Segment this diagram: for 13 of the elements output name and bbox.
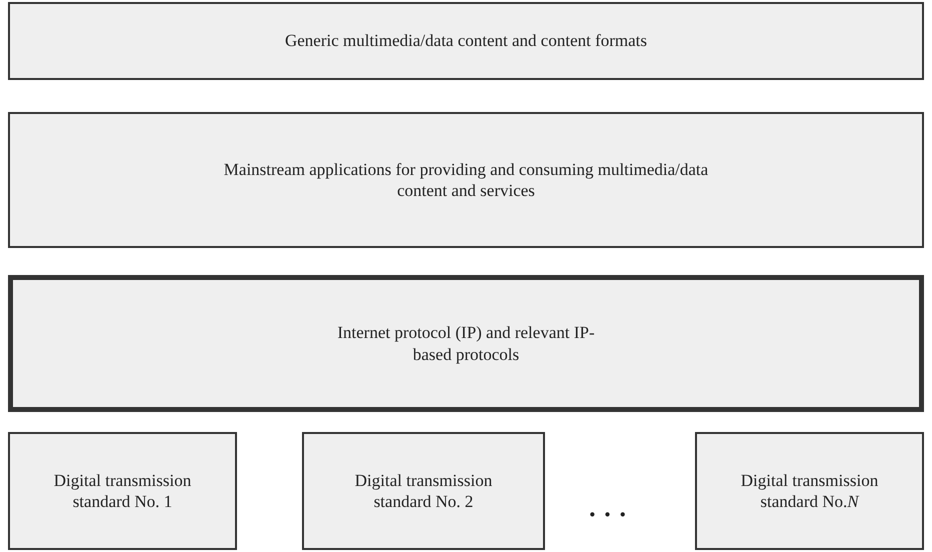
layer-label: Generic multimedia/data content and content formats <box>284 30 648 52</box>
layer-label: Digital transmission standard No.N <box>740 470 880 512</box>
layer-box <box>8 432 237 550</box>
layer-label: Mainstream applications for providing and consuming multimedia/data content and services <box>222 158 710 202</box>
layer-label: Digital transmission standard No. 2 <box>354 470 494 512</box>
layer-label: Internet protocol (IP) and relevant IP-based protocols <box>336 322 596 365</box>
layer-box <box>8 275 924 412</box>
ellipsis-text: · · · <box>588 500 628 530</box>
layer-box <box>8 112 924 248</box>
layer-box <box>8 2 924 80</box>
layer-box <box>302 432 545 550</box>
layer-label: Digital transmission standard No. 1 <box>52 470 192 512</box>
layer-box <box>695 432 924 550</box>
